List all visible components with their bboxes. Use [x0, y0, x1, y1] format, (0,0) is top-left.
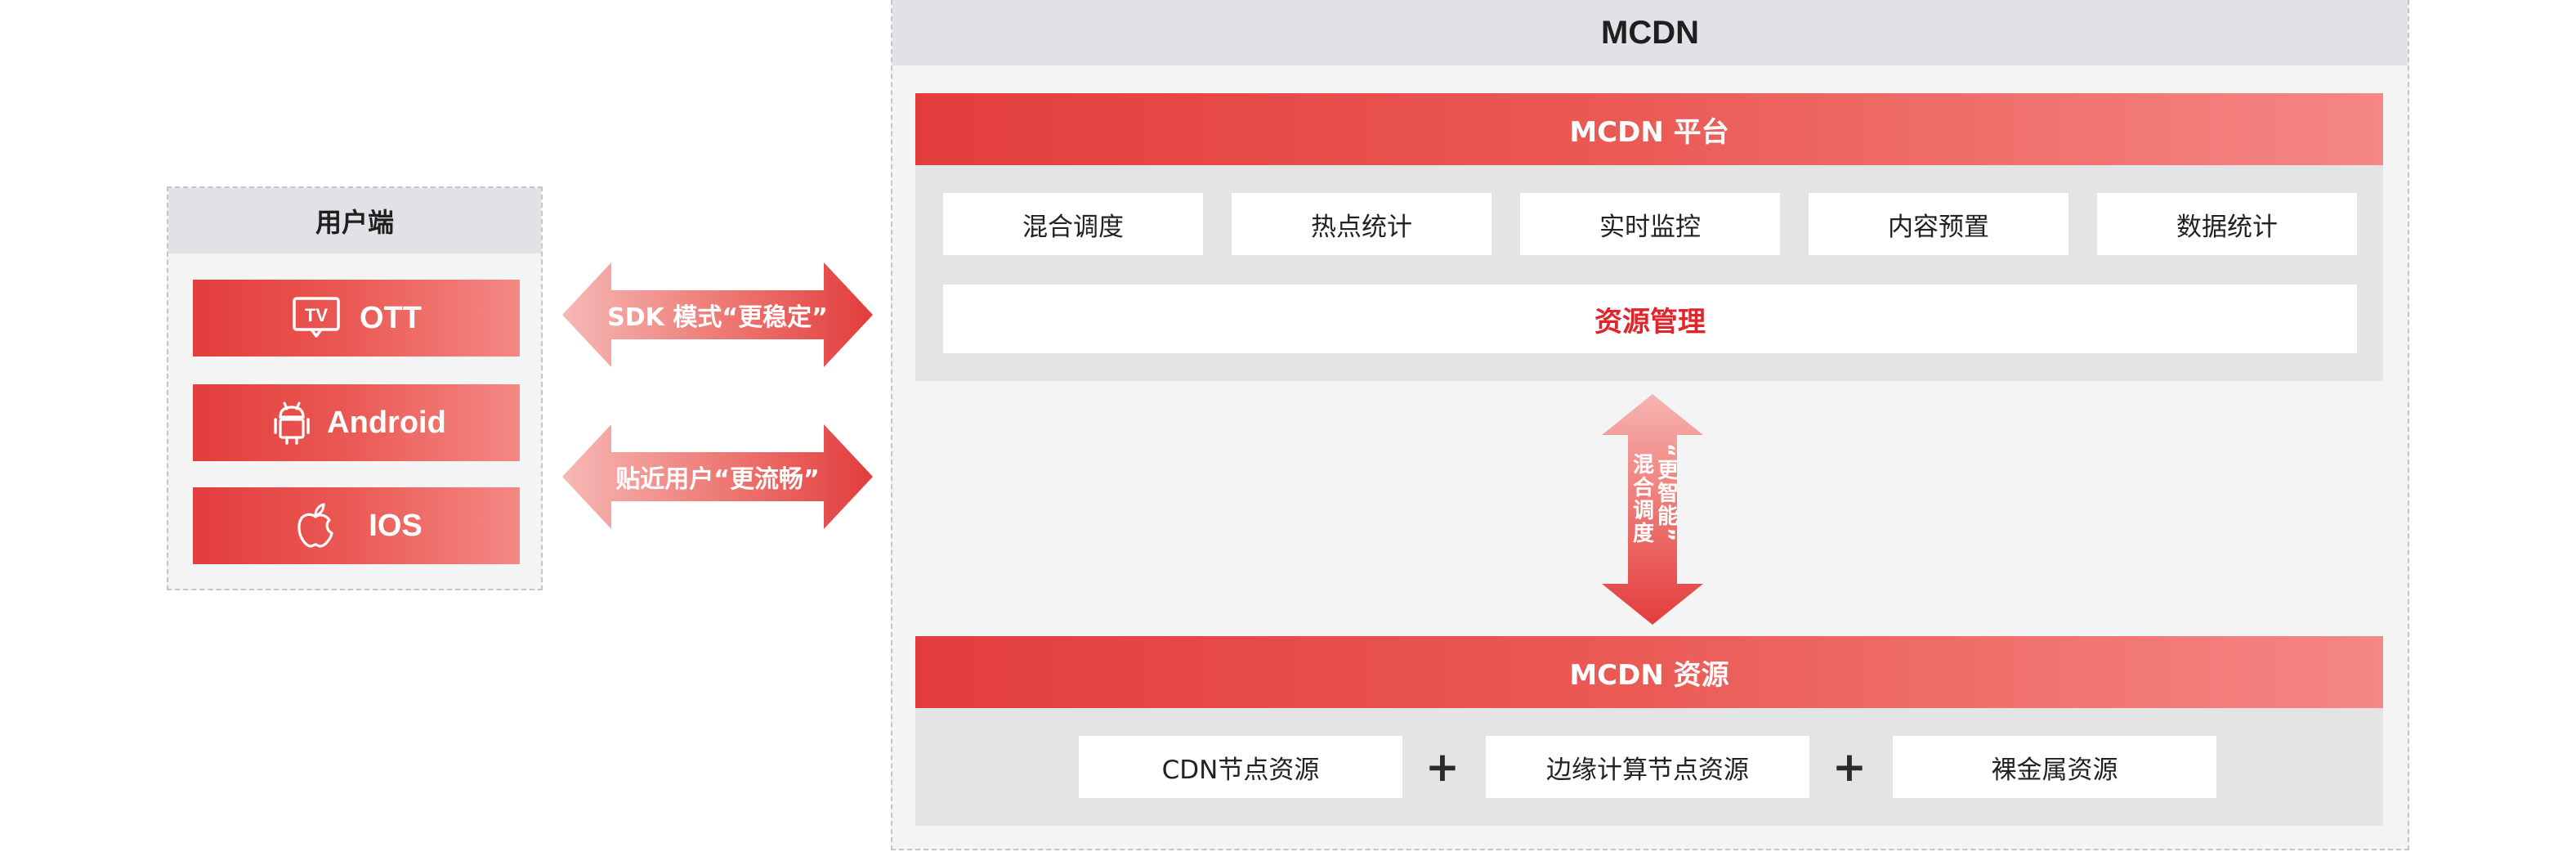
mcdn-panel: MCDN MCDN 平台 混合调度 热点统计 实时监控 内容预置 数据统计 资源… — [891, 0, 2409, 850]
scheduling-arrow: 混合调度 “更智能” — [1602, 394, 1703, 625]
module-mixed-scheduling[interactable]: 混合调度 — [943, 193, 1203, 255]
sdk-mode-arrow: SDK 模式“更稳定” — [562, 262, 873, 367]
tv-icon: TV — [291, 293, 342, 343]
resource-bare-metal[interactable]: 裸金属资源 — [1893, 736, 2216, 798]
sdk-mode-label: SDK 模式“更稳定” — [607, 303, 828, 332]
resource-management[interactable]: 资源管理 — [943, 285, 2357, 353]
resource-edge-compute[interactable]: 边缘计算节点资源 — [1486, 736, 1809, 798]
platform-title: MCDN 平台 — [915, 93, 2383, 165]
plus-sign: + — [1832, 743, 1867, 791]
android-icon — [266, 397, 317, 448]
module-hotspot-stats[interactable]: 热点统计 — [1232, 193, 1491, 255]
near-user-label: 贴近用户“更流畅” — [615, 465, 820, 494]
client-android[interactable]: Android — [193, 384, 520, 461]
user-side-panel: 用户端 TV OTT Android — [167, 186, 543, 590]
plus-sign: + — [1425, 743, 1460, 791]
resources-title: MCDN 资源 — [915, 636, 2383, 708]
vertical-label-left: 混合调度 — [1629, 453, 1654, 545]
mcdn-title: MCDN — [892, 0, 2408, 65]
svg-text:TV: TV — [305, 305, 328, 325]
client-ios-label: IOS — [369, 508, 423, 543]
client-ott-label: OTT — [360, 300, 422, 335]
module-realtime-monitor[interactable]: 实时监控 — [1520, 193, 1780, 255]
client-ott[interactable]: TV OTT — [193, 280, 520, 356]
module-content-preload[interactable]: 内容预置 — [1809, 193, 2068, 255]
vertical-label-right: “更智能” — [1653, 443, 1679, 544]
resource-cdn-node[interactable]: CDN节点资源 — [1079, 736, 1402, 798]
user-panel-title: 用户端 — [168, 188, 541, 253]
client-ios[interactable]: IOS — [193, 487, 520, 564]
near-user-arrow: 贴近用户“更流畅” — [562, 424, 873, 529]
apple-icon — [290, 500, 341, 551]
module-data-stats[interactable]: 数据统计 — [2097, 193, 2357, 255]
client-android-label: Android — [327, 405, 446, 440]
